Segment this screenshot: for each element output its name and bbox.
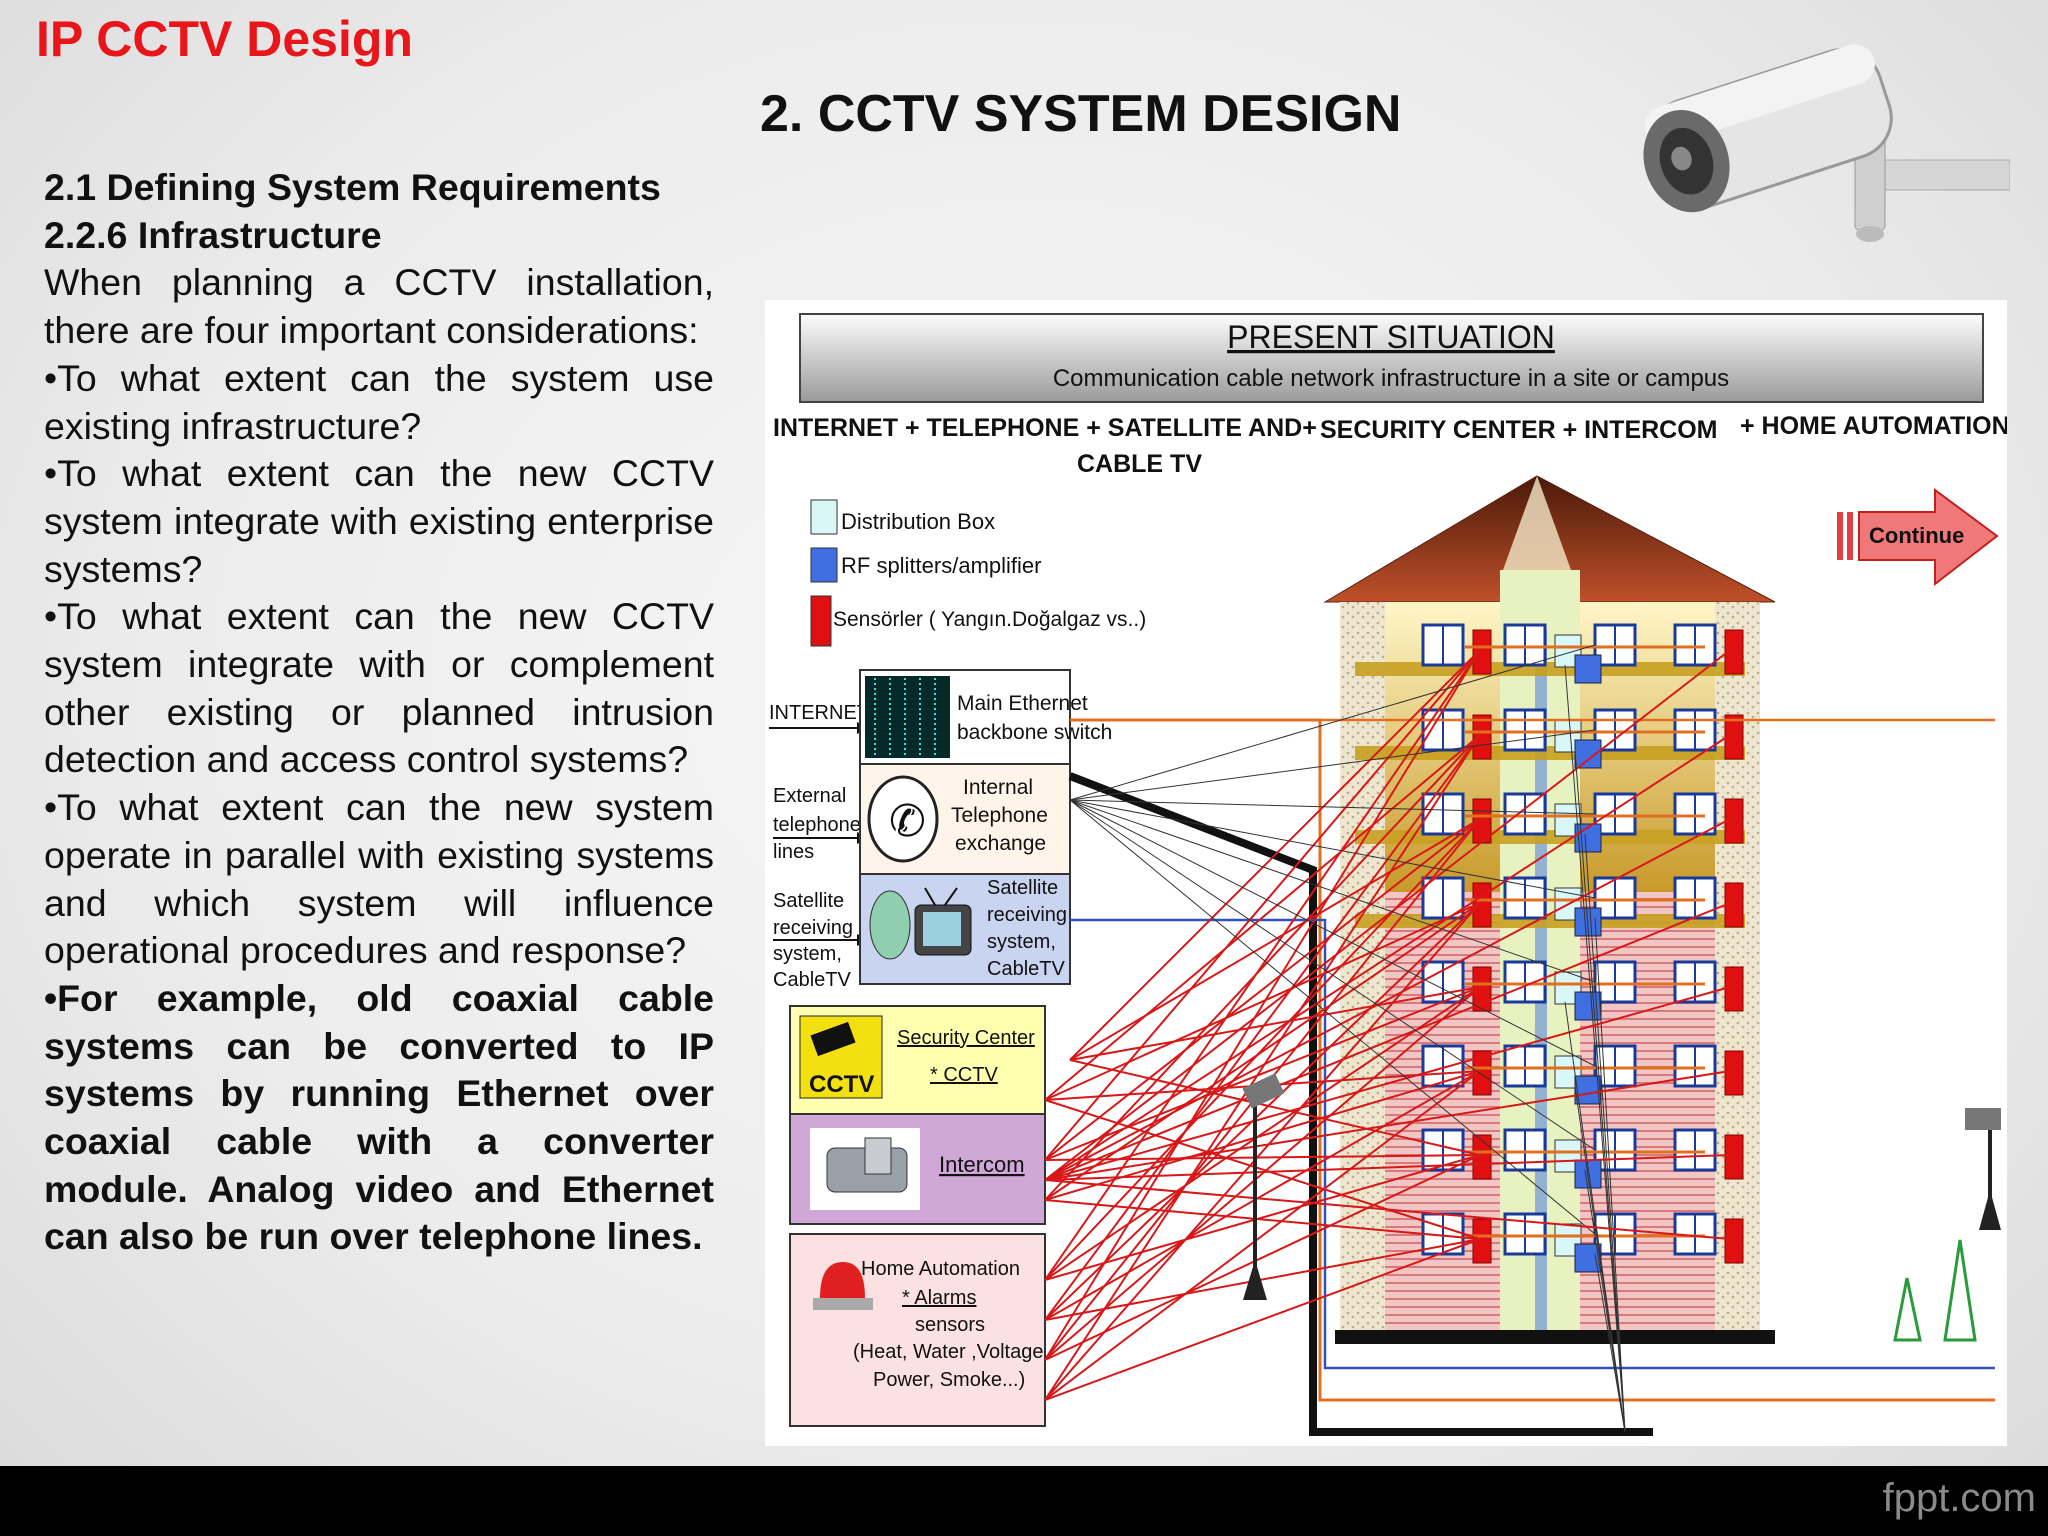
svg-text:Power, Smoke...): Power, Smoke...) [873, 1369, 1025, 1391]
legend: Distribution Box RF splitters/amplifier … [810, 499, 1146, 647]
svg-text:telephone: telephone [773, 814, 861, 836]
legend-label: Sensörler ( Yangın.Doğalgaz vs..) [833, 608, 1146, 631]
telephone-icon: ✆ [889, 796, 926, 847]
service-label-home-automation: + HOME AUTOMATION [1740, 412, 2007, 440]
sensor-marker [1472, 629, 1492, 675]
legend-label: RF splitters/amplifier [841, 553, 1041, 578]
svg-text:(Heat, Water ,Voltage,: (Heat, Water ,Voltage, [853, 1341, 1049, 1363]
svg-text:* CCTV: * CCTV [930, 1064, 998, 1086]
svg-text:Telephone: Telephone [951, 804, 1048, 827]
bullet-item: •To what extent can the new CCTV system … [44, 595, 714, 781]
legend-label: Distribution Box [841, 509, 995, 534]
bullet-item: •To what extent can the system use exist… [44, 356, 714, 447]
sensor-wiring [1044, 644, 1731, 1433]
svg-text:receiving: receiving [987, 904, 1067, 926]
svg-text:Home Automation: Home Automation [861, 1258, 1020, 1280]
svg-text:system,: system, [773, 943, 842, 965]
svg-text:sensors: sensors [915, 1314, 985, 1336]
service-label-cabletv: CABLE TV [1077, 450, 1202, 478]
section-heading: 2.1 Defining System Requirements [44, 166, 661, 208]
street-lamp [1242, 1073, 1285, 1300]
distribution-box [1554, 1223, 1582, 1257]
service-label-internet: INTERNET + TELEPHONE + SATELLITE AND+ [773, 414, 1317, 442]
body-text: 2.1 Defining System Requirements 2.2.6 I… [44, 164, 714, 1261]
cctv-camera-icon [810, 1021, 856, 1057]
continue-label: Continue [1869, 523, 1964, 548]
svg-text:CableTV: CableTV [773, 969, 851, 991]
sensor-marker [1724, 966, 1744, 1012]
footer-bar: fppt.com [0, 1466, 2048, 1536]
sensor-marker [1724, 1134, 1744, 1180]
home-automation-box: Home Automation * Alarms sensors (Heat, … [789, 1233, 1049, 1427]
cctv-camera-image [1643, 44, 2010, 242]
svg-text:Internal: Internal [963, 776, 1033, 799]
sensor-marker [1724, 1218, 1744, 1264]
infrastructure-diagram: PRESENT SITUATION Communication cable ne… [765, 300, 2007, 1446]
legend-swatch [810, 547, 838, 583]
input-label-internet: INTERNET [769, 702, 869, 724]
pine-tree [1893, 1277, 1922, 1342]
security-center-box: CCTV Security Center * CCTV [789, 1005, 1046, 1115]
subsection-heading: 2.2.6 Infrastructure [44, 213, 382, 256]
sensor-marker [1472, 714, 1492, 760]
svg-text:Main Ethernet: Main Ethernet [957, 692, 1088, 715]
diagram-header-title: PRESENT SITUATION [1227, 319, 1555, 355]
sensor-marker [1724, 714, 1744, 760]
svg-text:receiving: receiving [773, 917, 853, 939]
rf-splitter [1574, 654, 1602, 684]
intercom-box: Intercom [789, 1113, 1046, 1225]
sensor-marker [1724, 1050, 1744, 1096]
svg-text:CableTV: CableTV [987, 958, 1065, 980]
svg-text:Satellite: Satellite [987, 877, 1058, 899]
footer-brand: fppt.com [1882, 1476, 2036, 1520]
satellite-dish-icon [869, 890, 911, 960]
legend-swatch [810, 499, 838, 535]
ethernet-switch-box: Main Ethernet backbone switch [859, 669, 1112, 765]
brand-title: IP CCTV Design [36, 11, 413, 67]
input-label-telephone: External [773, 785, 846, 807]
continue-button[interactable]: Continue [1837, 488, 1999, 587]
rf-splitter [1574, 1075, 1602, 1105]
input-label-satellite: Satellite [773, 890, 844, 912]
service-label-security: SECURITY CENTER + INTERCOM [1320, 416, 1718, 444]
slide-title: 2. CCTV SYSTEM DESIGN [760, 85, 1402, 143]
svg-text:exchange: exchange [955, 832, 1046, 855]
svg-text:CCTV: CCTV [809, 1071, 874, 1098]
svg-text:backbone switch: backbone switch [957, 721, 1112, 744]
intro-paragraph: When planning a CCTV installation, there… [44, 261, 714, 352]
diagram-header-subtitle: Communication cable network infrastructu… [1053, 365, 1729, 392]
svg-text:lines: lines [773, 841, 814, 863]
legend-swatch [810, 595, 832, 647]
telephone-exchange-box: ✆ Internal Telephone exchange [859, 763, 1071, 875]
alarm-siren-icon [820, 1262, 865, 1298]
diagram-header [799, 313, 1984, 403]
street-lamp [1965, 1108, 2001, 1230]
svg-text:Intercom: Intercom [939, 1152, 1025, 1177]
sensor-marker [1724, 629, 1744, 675]
bullet-item: •To what extent can the new CCTV system … [44, 452, 714, 590]
svg-text:system,: system, [987, 931, 1056, 953]
example-bullet: •For example, old coaxial cable systems … [44, 976, 714, 1258]
pine-tree [1943, 1239, 1977, 1342]
satellite-receiver-box: Satellite receiving system, CableTV [859, 873, 1071, 985]
bullet-item: •To what extent can the new system opera… [44, 786, 714, 972]
svg-text:* Alarms: * Alarms [902, 1287, 976, 1309]
svg-text:Security Center: Security Center [897, 1027, 1035, 1049]
